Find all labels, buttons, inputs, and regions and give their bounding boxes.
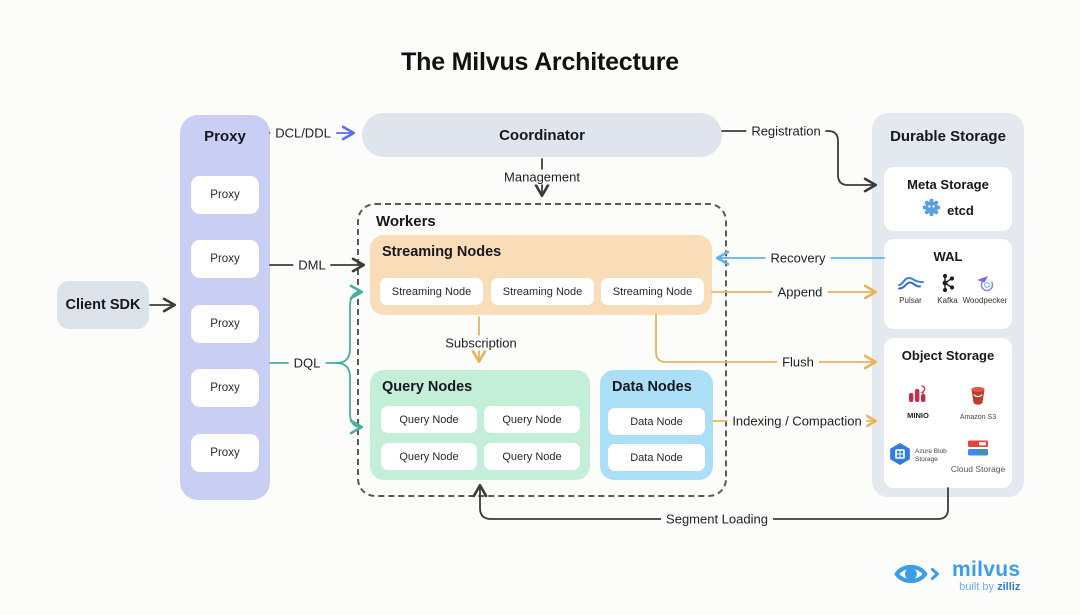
query-node: Query Node xyxy=(381,406,477,433)
data-nodes-header: Data Nodes xyxy=(612,379,692,395)
cloud-storage-label: Cloud Storage xyxy=(950,463,1006,474)
proxy-node: Proxy xyxy=(191,240,259,278)
edge-label-recovery: Recovery xyxy=(765,250,831,266)
data-node: Data Node xyxy=(608,408,705,435)
coordinator-box: Coordinator xyxy=(362,113,722,157)
kafka-icon xyxy=(941,272,955,294)
edge-label-dcl-ddl: DCL/DDL xyxy=(270,125,336,141)
built-by-text: built by xyxy=(959,581,998,593)
amazon-s3-label: Amazon S3 xyxy=(959,413,997,421)
streaming-node: Streaming Node xyxy=(491,278,594,305)
milvus-eye-icon xyxy=(893,559,945,594)
minio-label: MINIO xyxy=(907,411,929,420)
pulsar-label: Pulsar xyxy=(899,296,922,305)
meta-storage-title: Meta Storage xyxy=(907,177,989,192)
minio-icon xyxy=(906,384,930,413)
edge-label-flush: Flush xyxy=(777,354,819,370)
durable-storage-panel: Durable Storage Meta Storage xyxy=(872,113,1024,497)
proxy-panel-header: Proxy xyxy=(204,128,246,145)
azure-blob-storage-icon xyxy=(888,442,912,471)
edge-label-dql: DQL xyxy=(288,355,326,371)
woodpecker-icon xyxy=(974,272,997,294)
milvus-logo: milvus built by zilliz xyxy=(893,559,1020,594)
query-node: Query Node xyxy=(381,443,477,470)
query-node: Query Node xyxy=(484,406,580,433)
zilliz-wordmark: zilliz xyxy=(997,581,1021,593)
proxy-node: Proxy xyxy=(191,434,259,472)
edge-label-subscription: Subscription xyxy=(440,335,522,351)
query-node: Query Node xyxy=(484,443,580,470)
kafka-label: Kafka xyxy=(937,296,958,305)
edge-registration xyxy=(721,130,878,193)
query-nodes-card: Query Nodes Query Node Query Node Query … xyxy=(370,370,590,480)
streaming-nodes-header: Streaming Nodes xyxy=(382,244,502,260)
query-nodes-header: Query Nodes xyxy=(382,379,473,395)
streaming-node: Streaming Node xyxy=(601,278,704,305)
data-node: Data Node xyxy=(608,444,705,471)
edge-label-indexing-compaction: Indexing / Compaction xyxy=(727,413,867,429)
wal-title: WAL xyxy=(933,249,963,264)
etcd-icon xyxy=(922,198,941,222)
wal-card: WAL Pulsar xyxy=(884,239,1012,329)
data-nodes-card: Data Nodes Data Node Data Node xyxy=(600,370,713,480)
object-storage-card: Object Storage MINIO xyxy=(884,338,1012,488)
proxy-node: Proxy xyxy=(191,305,259,343)
pulsar-icon xyxy=(897,272,924,294)
streaming-nodes-card: Streaming Nodes Streaming Node Streaming… xyxy=(370,235,712,315)
workers-label: Workers xyxy=(376,213,436,230)
proxy-node: Proxy xyxy=(191,369,259,407)
woodpecker-label: Woodpecker xyxy=(962,296,1008,305)
milvus-wordmark: milvus xyxy=(952,558,1021,581)
edge-label-registration: Registration xyxy=(746,123,826,139)
client-sdk-box: Client SDK xyxy=(57,281,149,329)
durable-storage-header: Durable Storage xyxy=(890,128,1006,145)
azure-blob-storage-label: Azure Blob Storage xyxy=(915,447,947,463)
amazon-s3-icon xyxy=(967,384,989,413)
edge-label-segment-loading: Segment Loading xyxy=(661,511,773,527)
page-title: The Milvus Architecture xyxy=(401,48,679,76)
proxy-panel: Proxy Proxy Proxy Proxy Proxy Proxy xyxy=(180,115,270,500)
etcd-label: etcd xyxy=(947,202,974,218)
streaming-node: Streaming Node xyxy=(380,278,483,305)
meta-storage-card: Meta Storage etcd xyxy=(884,167,1012,231)
cloud-storage-icon xyxy=(967,439,989,462)
object-storage-title: Object Storage xyxy=(901,348,995,363)
edge-label-management: Management xyxy=(499,169,585,185)
edge-label-append: Append xyxy=(772,284,828,300)
edge-label-dml: DML xyxy=(293,257,331,273)
proxy-node: Proxy xyxy=(191,176,259,214)
